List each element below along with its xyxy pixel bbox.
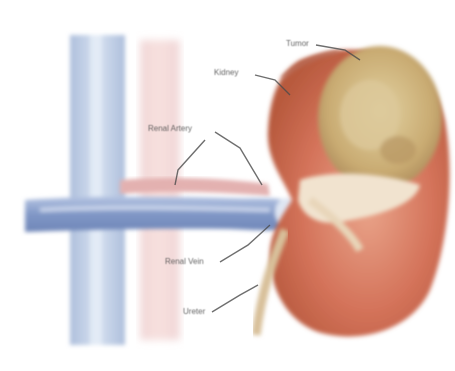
- kidney-label: Kidney: [214, 68, 238, 77]
- renal-artery-label: Renal Artery: [148, 124, 192, 133]
- ureter-leader-line: [212, 285, 258, 312]
- tumor: [318, 46, 442, 190]
- renal-vein: [25, 197, 299, 232]
- ureter-label: Ureter: [183, 307, 205, 316]
- tumor-label: Tumor: [286, 39, 309, 48]
- renal-vein-label: Renal Vein: [165, 257, 204, 266]
- renal-artery-leader-line: [215, 132, 262, 185]
- renal-vein-leader-line: [220, 225, 270, 262]
- vena-cava: [70, 35, 125, 345]
